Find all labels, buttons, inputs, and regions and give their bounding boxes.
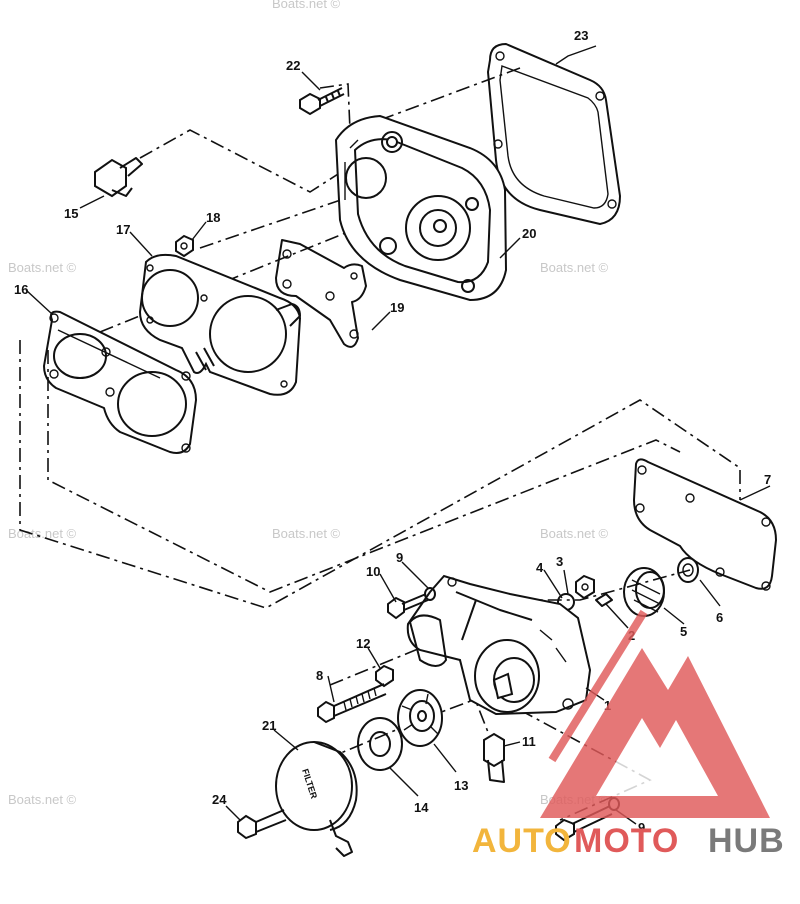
callout-19: 19 xyxy=(390,300,404,315)
callout-9: 9 xyxy=(396,550,403,565)
callout-24: 24 xyxy=(212,792,227,807)
pump-housing-20 xyxy=(334,114,508,302)
watermark: Boats.net © xyxy=(8,260,77,275)
watermark: Boats.net © xyxy=(8,526,77,541)
assembly-line xyxy=(199,189,371,249)
assembly-line xyxy=(139,129,361,193)
callout-15: 15 xyxy=(64,206,78,221)
washer-9 xyxy=(424,587,436,601)
assembly-line xyxy=(19,340,741,609)
callout-18: 18 xyxy=(206,210,220,225)
callout-6: 6 xyxy=(716,610,723,625)
assembly-line xyxy=(47,350,681,593)
callout-9-lower: 9 xyxy=(638,820,645,835)
bracket-19 xyxy=(275,239,367,348)
watermark: Boats.net © xyxy=(540,260,609,275)
callout-21: 21 xyxy=(262,718,276,733)
callout-5: 5 xyxy=(680,624,687,639)
nut-12 xyxy=(375,664,394,688)
callout-22: 22 xyxy=(286,58,300,73)
fitting-11 xyxy=(483,732,505,783)
watermark: Boats.net © xyxy=(8,792,77,807)
bolt-10 xyxy=(387,593,429,620)
screw-2 xyxy=(595,593,613,607)
callout-12: 12 xyxy=(356,636,370,651)
gasket-23 xyxy=(487,43,621,225)
assembly-line xyxy=(329,639,441,686)
watermark: Boats.net © xyxy=(272,0,341,11)
washer-14 xyxy=(357,717,403,771)
nut-18 xyxy=(175,234,194,258)
bolt-24 xyxy=(237,809,287,840)
logo-text-moto: MOTO xyxy=(574,822,679,860)
filter-cover-21: FILTER xyxy=(275,741,358,857)
gasket-16 xyxy=(43,310,197,454)
callout-17: 17 xyxy=(116,222,130,237)
assembly-line xyxy=(99,214,391,333)
callout-10: 10 xyxy=(366,564,380,579)
washer-6 xyxy=(677,557,699,583)
callout-13: 13 xyxy=(454,778,468,793)
callout-7: 7 xyxy=(764,472,771,487)
watermark: Boats.net © xyxy=(540,526,609,541)
impeller-13 xyxy=(397,689,443,747)
assembly-line xyxy=(379,67,521,121)
callout-23: 23 xyxy=(574,28,588,43)
pump-body-1 xyxy=(406,574,592,716)
logo-text-auto: AUTO xyxy=(472,822,572,860)
bolt-22 xyxy=(299,87,345,116)
callout-16: 16 xyxy=(14,282,28,297)
watermark: Boats.net © xyxy=(272,526,341,541)
gasket-7 xyxy=(633,458,777,591)
plate-17 xyxy=(138,253,302,396)
callout-14: 14 xyxy=(414,800,429,815)
automotohub-logo xyxy=(540,609,770,818)
callout-20: 20 xyxy=(522,226,536,241)
elbow-fitting-15 xyxy=(94,157,143,198)
callout-3: 3 xyxy=(556,554,563,569)
automotohub-wordmark: AUTO MOTO HUB xyxy=(472,822,785,860)
callout-4: 4 xyxy=(536,560,544,575)
logo-text-hub: HUB xyxy=(708,822,785,860)
callout-8: 8 xyxy=(316,668,323,683)
thermostat-5 xyxy=(623,567,665,617)
nut-3 xyxy=(575,574,595,600)
bolt-8 xyxy=(317,683,387,724)
callout-11: 11 xyxy=(522,734,536,749)
assembly-line xyxy=(319,83,351,131)
